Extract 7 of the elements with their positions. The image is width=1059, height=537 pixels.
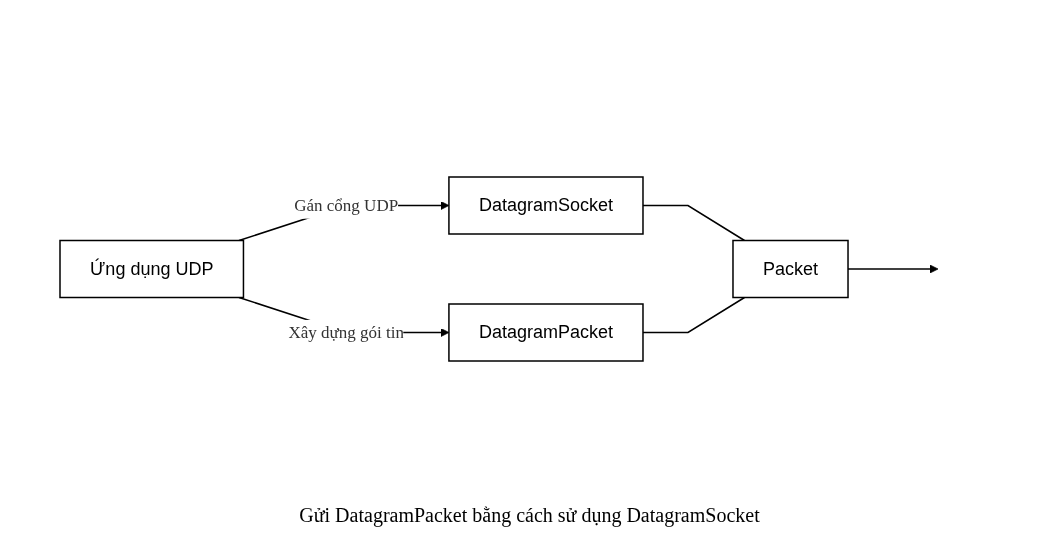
node-box: Ứng dụng UDP: [59, 239, 245, 298]
node-box: Packet: [732, 239, 850, 298]
edge-label: Xây dựng gói tin: [288, 322, 405, 342]
note-text: Gửi DatagramPacket bằng cách sử dụng DatagramSocket: [299, 504, 760, 527]
edge-label: Gán cổng UDP: [294, 195, 399, 215]
node-box: DatagramPacket: [448, 302, 645, 362]
node-box: DatagramSocket: [448, 175, 645, 235]
